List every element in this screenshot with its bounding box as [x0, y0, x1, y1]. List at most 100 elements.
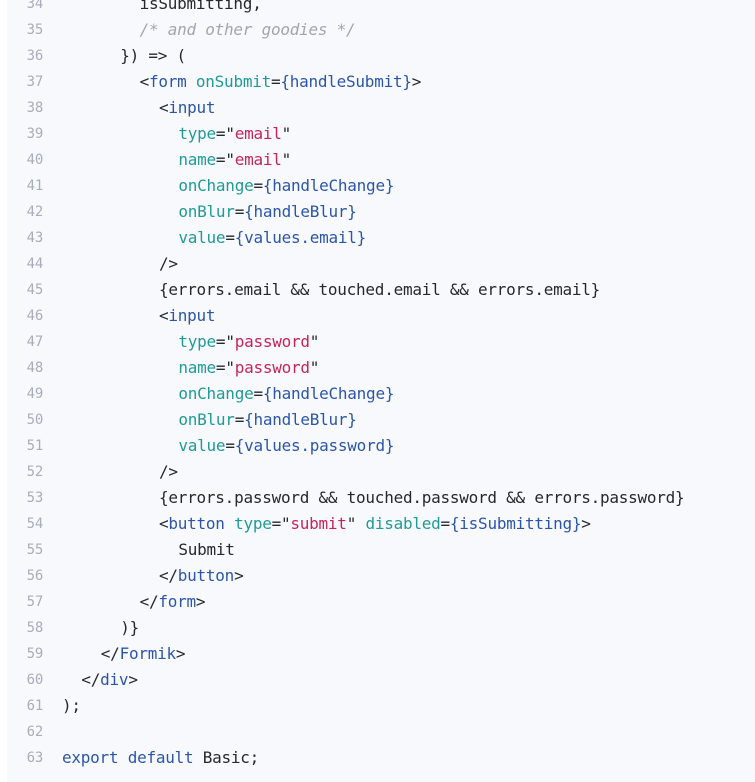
- code-token: </: [139, 592, 159, 611]
- code-token: button: [177, 566, 235, 585]
- code-token: onChange: [178, 176, 254, 195]
- code-token: ": [309, 358, 320, 377]
- code-token: ": [225, 332, 235, 351]
- code-token: >: [195, 592, 206, 611]
- line-number: 63: [26, 750, 44, 766]
- code-token: <: [159, 306, 169, 325]
- code-token: {handleBlur}: [244, 202, 357, 221]
- code-token: =: [271, 514, 282, 533]
- line-number: 48: [26, 360, 44, 376]
- code-token: [187, 72, 196, 91]
- line-number: 53: [26, 490, 44, 506]
- code-line: 48 name="password": [7, 355, 755, 381]
- code-text: onBlur={handleBlur}: [178, 199, 357, 225]
- line-number: 36: [26, 48, 44, 64]
- code-text: }) => (: [120, 43, 186, 69]
- code-token: ": [281, 150, 292, 169]
- code-token: Submit: [178, 540, 235, 559]
- code-text: type="password": [178, 329, 319, 355]
- line-number: 40: [26, 152, 44, 168]
- code-text: Submit: [178, 537, 235, 563]
- code-text: type="email": [178, 121, 291, 147]
- line-number: 55: [26, 542, 44, 558]
- code-text: {errors.email && touched.email && errors…: [159, 277, 600, 303]
- code-text: onBlur={handleBlur}: [178, 407, 357, 433]
- code-line: 57</form>: [7, 589, 755, 615]
- code-token: [225, 514, 234, 533]
- code-token: <: [159, 98, 169, 117]
- code-line: 52/>: [7, 459, 755, 485]
- code-token: );: [62, 696, 81, 715]
- code-token: ": [281, 514, 291, 533]
- code-token: type: [178, 332, 216, 351]
- code-text: name="password": [178, 355, 319, 381]
- code-line: 36 }) => (: [7, 43, 755, 69]
- line-number: 58: [26, 620, 44, 636]
- code-token: isSubmitting,: [139, 0, 262, 13]
- code-token: ": [309, 332, 320, 351]
- code-token: {handleSubmit}: [280, 72, 412, 91]
- code-token: value: [178, 436, 226, 455]
- code-token: div: [100, 670, 129, 689]
- code-line: 61);: [7, 693, 755, 719]
- code-token: )}: [120, 618, 139, 637]
- code-token: =: [253, 384, 263, 403]
- code-text: <input: [159, 95, 216, 121]
- code-token: ": [346, 514, 366, 533]
- code-token: >: [411, 72, 422, 91]
- line-number: 60: [26, 672, 44, 688]
- code-text: </form>: [140, 589, 206, 615]
- line-number: 54: [26, 516, 44, 532]
- code-line: 45 {errors.email && touched.email && erro…: [7, 277, 755, 303]
- code-text: </button>: [159, 563, 244, 589]
- code-line: 62: [7, 719, 755, 745]
- code-token: {handleChange}: [262, 384, 395, 403]
- line-number: 44: [26, 256, 44, 272]
- code-text: name="email": [178, 147, 291, 173]
- code-token: input: [168, 306, 216, 325]
- code-token: ": [225, 358, 235, 377]
- code-token: >: [175, 644, 186, 663]
- line-number: 45: [26, 282, 44, 298]
- code-token: </: [100, 644, 120, 663]
- code-text: onChange={handleChange}: [178, 381, 394, 407]
- code-token: <: [139, 72, 150, 91]
- code-token: input: [168, 98, 216, 117]
- code-line: 53{errors.password && touched.password &…: [7, 485, 755, 511]
- code-line: 56 </button>: [7, 563, 755, 589]
- code-line: 42 onBlur={handleBlur}: [7, 199, 755, 225]
- code-token: />: [159, 254, 178, 273]
- code-token: >: [234, 566, 244, 585]
- code-token: =: [215, 150, 226, 169]
- line-number: 46: [26, 308, 44, 324]
- line-number: 56: [26, 568, 44, 584]
- code-text: )}: [120, 615, 139, 641]
- line-number: 42: [26, 204, 44, 220]
- code-token: email: [234, 150, 282, 169]
- code-token: onChange: [178, 384, 254, 403]
- code-token: {handleChange}: [262, 176, 395, 195]
- code-line: 46 <input: [7, 303, 755, 329]
- code-token: onBlur: [178, 202, 235, 221]
- code-token: =: [215, 124, 226, 143]
- code-token: form: [148, 72, 187, 91]
- code-token: name: [178, 150, 216, 169]
- code-text: <input: [159, 303, 216, 329]
- code-line: 60</div>: [7, 667, 755, 693]
- code-token: =: [234, 410, 245, 429]
- code-token: ": [225, 150, 235, 169]
- line-number: 49: [26, 386, 44, 402]
- code-line: 49 onChange={handleChange}: [7, 381, 755, 407]
- code-token: >: [581, 514, 591, 533]
- code-token: submit: [290, 514, 347, 533]
- line-number: 59: [26, 646, 44, 662]
- code-token: >: [128, 670, 138, 689]
- code-token: disabled: [365, 514, 441, 533]
- line-number: 37: [26, 74, 44, 90]
